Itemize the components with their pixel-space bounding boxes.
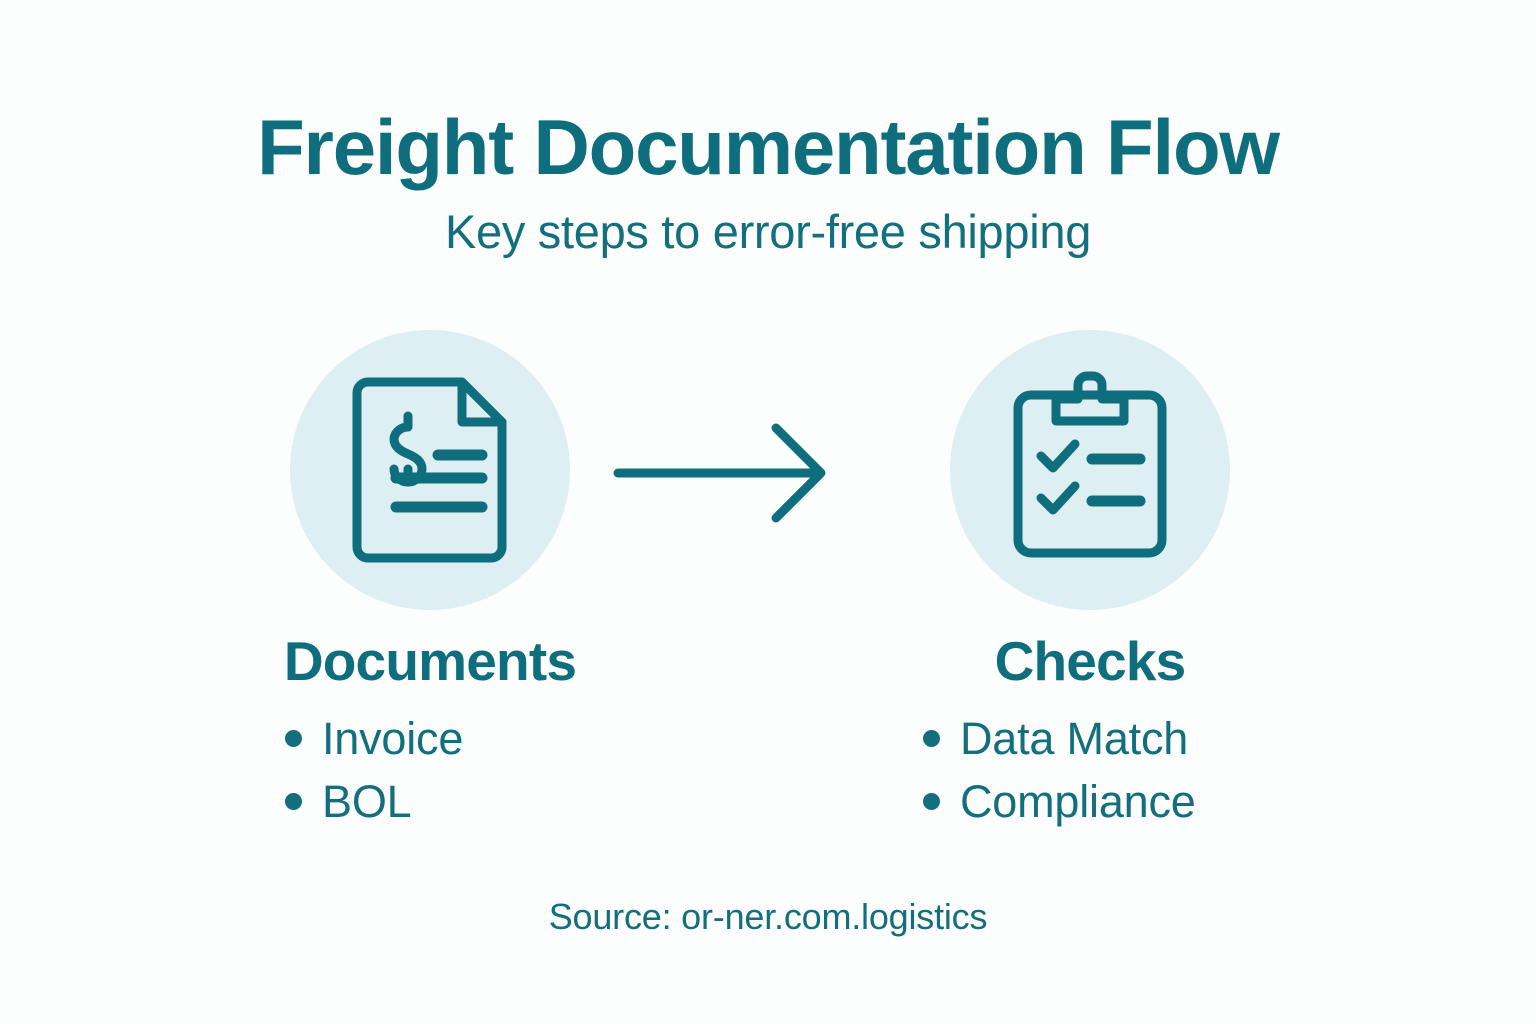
list-item-label: Compliance bbox=[960, 776, 1196, 828]
documents-bullet-list: Invoice BOL bbox=[215, 715, 645, 842]
list-item: Invoice bbox=[215, 715, 463, 762]
clipboard-checklist-icon bbox=[1013, 371, 1167, 558]
arrow-right-icon bbox=[613, 423, 826, 523]
bullet-dot-icon bbox=[285, 730, 302, 748]
page-title: Freight Documentation Flow bbox=[257, 103, 1280, 191]
documents-icon-background bbox=[290, 330, 570, 610]
page-subtitle: Key steps to error-free shipping bbox=[444, 205, 1092, 258]
invoice-document-icon bbox=[352, 377, 507, 563]
bullet-dot-icon bbox=[923, 730, 940, 748]
column-heading-documents: Documents bbox=[283, 630, 577, 692]
step-column-checks: Checks Data Match Compliance bbox=[875, 634, 1305, 842]
list-item-label: Invoice bbox=[322, 713, 464, 764]
bullet-dot-icon bbox=[923, 793, 940, 811]
column-heading-checks: Checks bbox=[994, 630, 1187, 692]
step-column-documents: Documents Invoice BOL bbox=[215, 634, 645, 842]
checks-bullet-list: Data Match Compliance bbox=[875, 715, 1305, 842]
bullet-dot-icon bbox=[285, 793, 302, 811]
list-item: Data Match bbox=[875, 715, 1188, 762]
list-item-label: BOL bbox=[322, 776, 412, 828]
list-item: BOL bbox=[215, 776, 412, 828]
source-attribution: Source: or-ner.com.logistics bbox=[548, 896, 988, 937]
list-item-label: Data Match bbox=[960, 713, 1189, 764]
list-item: Compliance bbox=[875, 776, 1196, 828]
